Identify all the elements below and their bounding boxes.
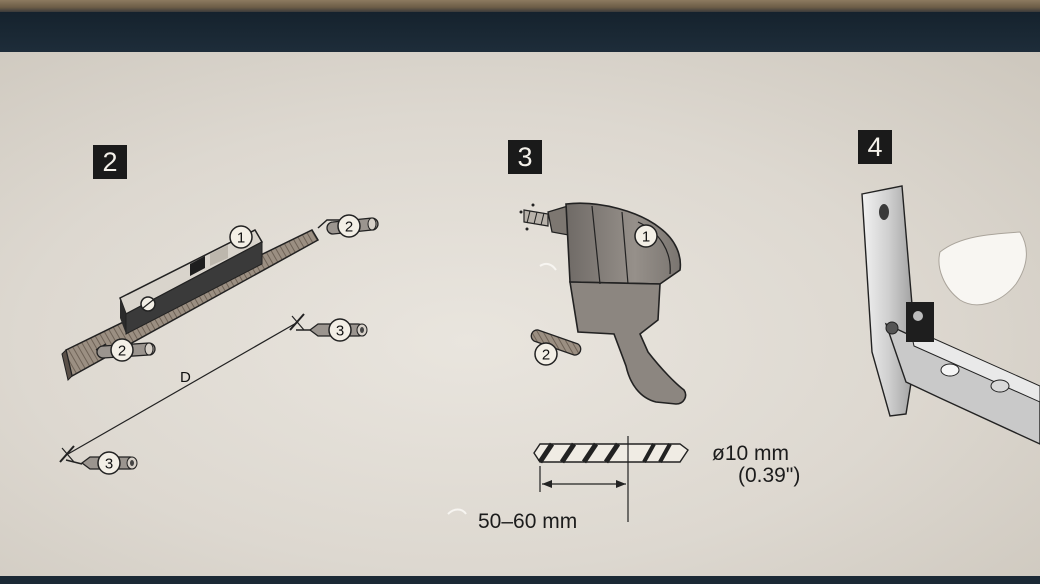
step-2-badge: 2 [93, 145, 127, 179]
callout-1-level: 1 [229, 225, 253, 249]
screw-3-left: 3 [65, 451, 138, 475]
step-3-badge: 3 [508, 140, 542, 174]
dimension-d-label: D [180, 369, 191, 386]
instruction-drawings: 1 2 2 [59, 185, 1040, 522]
callout-1-drill: 1 [634, 224, 658, 248]
torn-paper-area [938, 231, 1027, 306]
callout-number: 3 [336, 323, 344, 340]
callout-number: 1 [237, 230, 245, 247]
spirit-level-tool [119, 229, 264, 335]
step-2-drawing: 1 2 2 [59, 214, 379, 475]
callout-number: 2 [542, 347, 550, 364]
drill-bit [519, 203, 549, 231]
callout-number: 2 [118, 343, 126, 360]
dowel-2-top: 2 [326, 214, 379, 238]
dowel-plug-2: 2 [530, 329, 582, 366]
drill-diameter-label: ø10 mm [712, 442, 790, 465]
step-4-badge: 4 [858, 130, 892, 164]
callout-number: 2 [345, 219, 353, 236]
step-3-drawing: 1 2 [519, 202, 689, 522]
step-4-drawing [861, 185, 1040, 445]
box-cover-strip [0, 12, 1040, 54]
drill-diameter-inches-label: (0.39") [738, 464, 801, 487]
screw-3-right: 3 [296, 318, 368, 342]
dowel-2-bottom: 2 [96, 338, 156, 362]
instruction-sheet: 2 3 4 [0, 52, 1040, 578]
drill-bit-spec [533, 436, 689, 522]
callout-number: 1 [642, 229, 650, 246]
callout-number: 3 [105, 456, 113, 473]
power-drill [565, 202, 687, 405]
box-bottom-edge [0, 576, 1040, 584]
dimension-d: D [59, 313, 305, 463]
table-edge [0, 0, 1040, 12]
drill-depth-label: 50–60 mm [478, 510, 578, 533]
